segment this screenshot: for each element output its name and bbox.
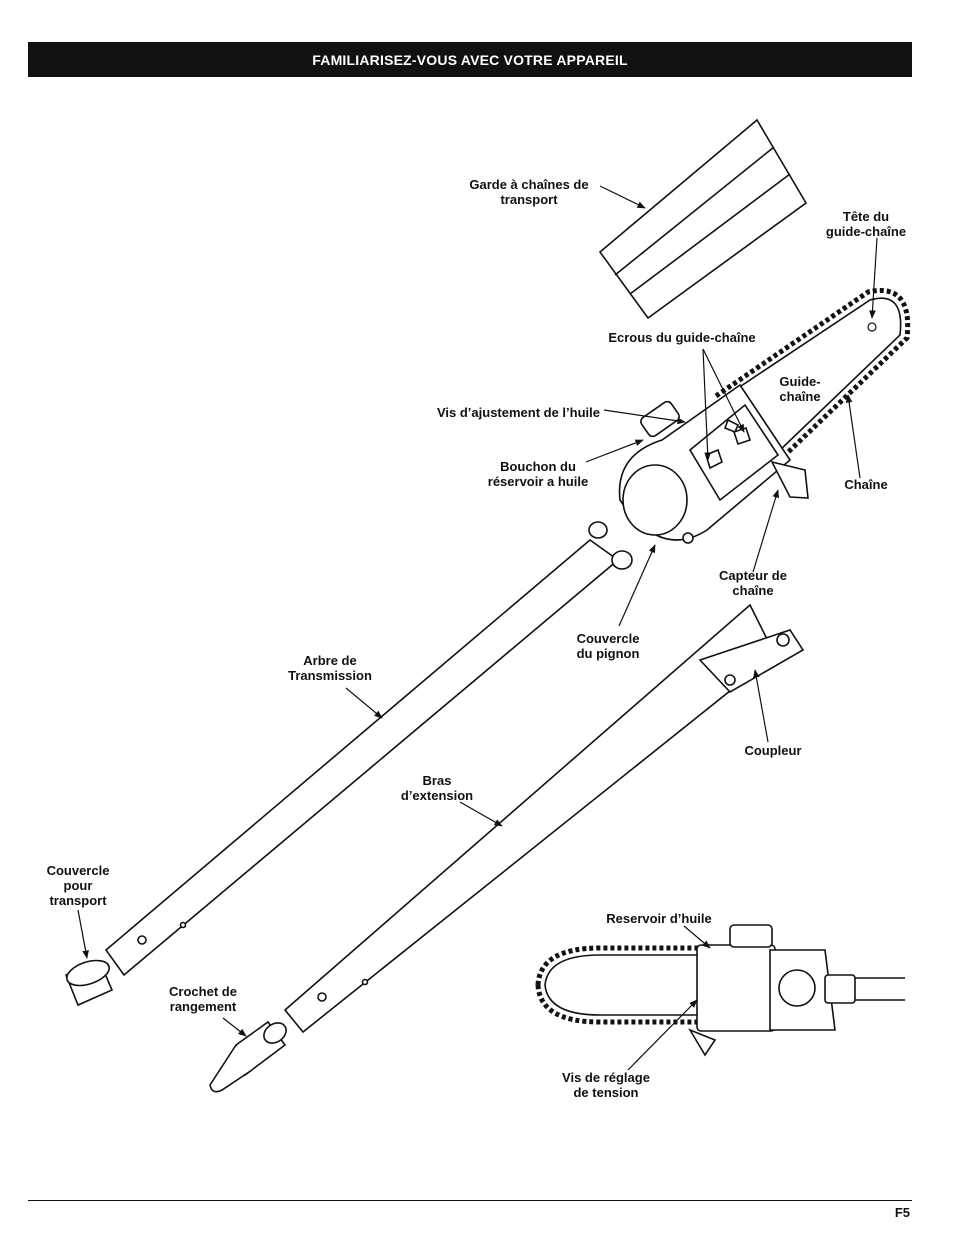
label-sprocket-cover: Couvercle du pignon — [576, 631, 640, 661]
label-bar-nuts: Ecrous du guide-chaîne — [608, 330, 756, 345]
storage-hook — [209, 1020, 287, 1093]
label-bar-tip: Tête du guide-chaîne — [825, 209, 907, 239]
label-scabbard: Garde à chaînes de transport — [469, 177, 589, 207]
label-oil-screw: Vis d’ajustement de l’huile — [436, 405, 600, 420]
power-head — [618, 383, 809, 544]
inset-chainsaw — [535, 924, 905, 1057]
section-header: FAMILIARISEZ-VOUS AVEC VOTRE APPAREIL — [28, 42, 912, 77]
label-storage-hook: Crochet de rangement — [169, 984, 237, 1014]
guide-bar-chain — [714, 288, 911, 460]
footer-rule — [28, 1200, 912, 1201]
scabbard — [598, 118, 808, 320]
label-tension-screw: Vis de réglage de tension — [562, 1070, 650, 1100]
label-guide-bar: Guide- chaîne — [779, 374, 821, 404]
label-chain-catcher: Capteur de chaîne — [719, 568, 787, 598]
page-number: F5 — [894, 1205, 910, 1220]
label-drive-shaft: Arbre de Transmission — [288, 653, 372, 683]
transport-cover — [64, 959, 114, 1007]
label-extension-arm: Bras d’extension — [400, 773, 474, 803]
label-chain: Chaîne — [844, 477, 888, 492]
section-title: FAMILIARISEZ-VOUS AVEC VOTRE APPAREIL — [312, 51, 628, 68]
label-coupler: Coupleur — [744, 743, 802, 758]
drive-shaft — [104, 521, 633, 977]
label-transport-cover: Couvercle pour transport — [46, 863, 110, 908]
extension-arm — [283, 603, 805, 1034]
label-oil-reservoir: Reservoir d’huile — [606, 911, 712, 926]
label-oil-cap: Bouchon du réservoir a huile — [487, 459, 589, 489]
leader-lines — [77, 185, 878, 1071]
